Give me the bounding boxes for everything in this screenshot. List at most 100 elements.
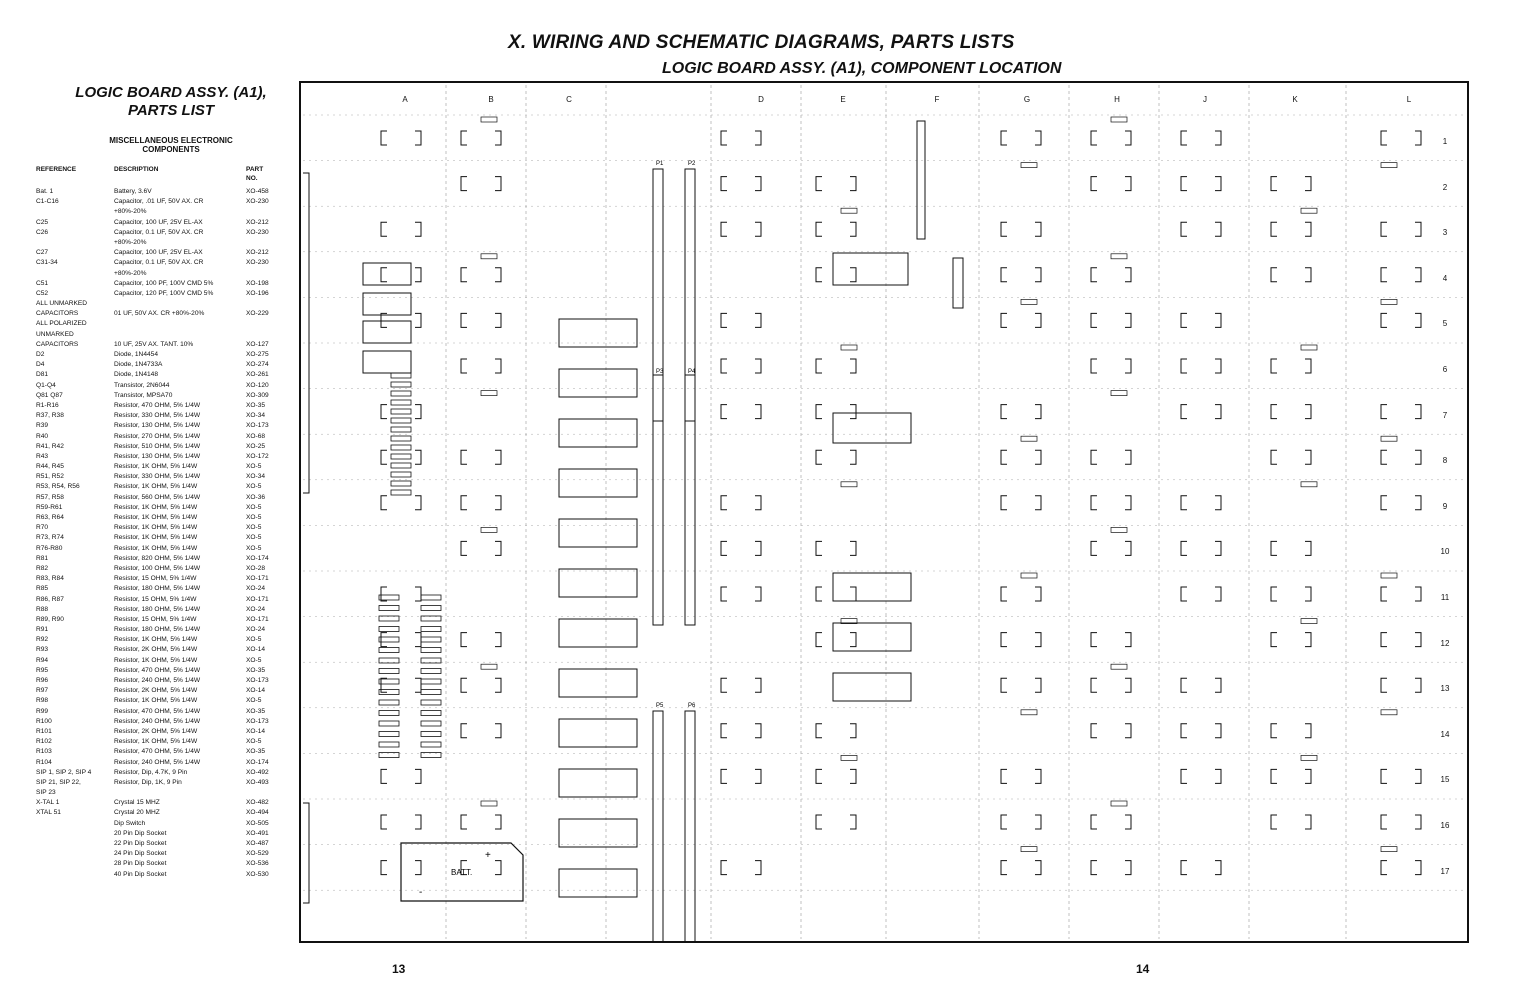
ic-bracket — [1090, 130, 1097, 146]
part-number: XO-171 — [246, 595, 269, 603]
row-label: 2 — [1442, 182, 1448, 192]
ic-bracket — [755, 221, 762, 237]
ic-bracket — [1125, 358, 1132, 374]
part-reference: R91 — [36, 626, 49, 634]
ic-bracket — [1305, 723, 1312, 739]
part-reference: R43 — [36, 452, 49, 460]
col-part: PART — [246, 166, 264, 173]
connector-label: P3 — [656, 369, 664, 375]
part-reference: R39 — [36, 422, 49, 430]
resistor — [378, 668, 400, 674]
ic-bracket — [1180, 677, 1187, 693]
ic-bracket — [1380, 221, 1387, 237]
ic-bracket — [1305, 267, 1312, 283]
ic-bracket — [380, 768, 387, 784]
part-number: XO-5 — [246, 697, 262, 705]
board-notch — [303, 172, 310, 494]
ic-bracket — [1215, 540, 1222, 556]
part-reference: C25 — [36, 218, 49, 226]
ic-bracket — [460, 632, 467, 648]
part-description: Resistor, 15 OHM, 5% 1/4W — [114, 595, 197, 603]
table-row: ALL UNMARKED — [36, 300, 306, 310]
part-number: XO-174 — [246, 554, 269, 562]
col-part-no: NO. — [246, 175, 258, 182]
ic-bracket — [850, 358, 857, 374]
part-description: Resistor, 330 OHM, 5% 1/4W — [114, 412, 201, 420]
ic-bracket — [850, 723, 857, 739]
resistor — [390, 381, 412, 388]
part-description: Resistor, 2K OHM, 5% 1/4W — [114, 727, 198, 735]
ic-bracket — [850, 221, 857, 237]
part-reference: R59-R61 — [36, 503, 63, 511]
ic-bracket — [1380, 404, 1387, 420]
row-label: 9 — [1442, 501, 1448, 511]
resistor — [390, 399, 412, 406]
ic-bracket — [415, 312, 422, 328]
part-description: Resistor, 330 OHM, 5% 1/4W — [114, 473, 201, 481]
ic-bracket — [1270, 176, 1277, 192]
ic-bracket — [1415, 312, 1422, 328]
part-number: XO-5 — [246, 534, 262, 542]
ic-bracket — [1215, 176, 1222, 192]
resistor — [378, 699, 400, 706]
ic-bracket — [1035, 677, 1042, 693]
resistor — [1380, 572, 1398, 579]
part-number: XO-173 — [246, 422, 269, 430]
dip-socket — [558, 718, 638, 748]
sip-resistor — [952, 257, 964, 309]
ic-bracket — [1125, 814, 1132, 830]
part-description: Resistor, 240 OHM, 5% 1/4W — [114, 717, 201, 725]
part-number: XO-198 — [246, 279, 269, 287]
ic-bracket — [850, 814, 857, 830]
ic-bracket — [1380, 312, 1387, 328]
ic-bracket — [1000, 130, 1007, 146]
ic-bracket — [1000, 632, 1007, 648]
column-label: K — [1292, 95, 1298, 104]
part-number: XO-492 — [246, 768, 269, 776]
ic-bracket — [460, 860, 467, 876]
table-row: SIP 23 — [36, 789, 306, 799]
ic-bracket — [1305, 814, 1312, 830]
part-number: XO-127 — [246, 340, 269, 348]
part-number: XO-196 — [246, 289, 269, 297]
dip-socket — [558, 668, 638, 698]
resistor — [840, 618, 858, 624]
ic-bracket — [1035, 586, 1042, 602]
ic-bracket — [1000, 814, 1007, 830]
ic-bracket — [460, 176, 467, 192]
ic-bracket — [1180, 221, 1187, 237]
resistor — [840, 481, 858, 488]
ic-bracket — [380, 312, 387, 328]
ic-bracket — [755, 586, 762, 602]
ic-bracket — [815, 814, 822, 830]
large-ic — [832, 622, 912, 652]
ic-bracket — [815, 449, 822, 465]
resistor — [1380, 435, 1398, 442]
part-description: Resistor, 1K OHM, 5% 1/4W — [114, 697, 198, 705]
resistor — [1380, 846, 1398, 852]
part-description: Resistor, 1K OHM, 5% 1/4W — [114, 483, 198, 491]
part-reference: R100 — [36, 717, 52, 725]
ic-bracket — [1000, 221, 1007, 237]
part-number: XO-212 — [246, 218, 269, 226]
part-reference: R40 — [36, 432, 49, 440]
ic-bracket — [755, 677, 762, 693]
part-number: XO-230 — [246, 259, 269, 267]
part-reference: CAPACITORS — [36, 310, 79, 318]
ic-bracket — [1415, 768, 1422, 784]
ic-bracket — [1125, 677, 1132, 693]
part-number: XO-35 — [246, 401, 266, 409]
part-number: XO-5 — [246, 738, 262, 746]
ic-bracket — [1270, 723, 1277, 739]
